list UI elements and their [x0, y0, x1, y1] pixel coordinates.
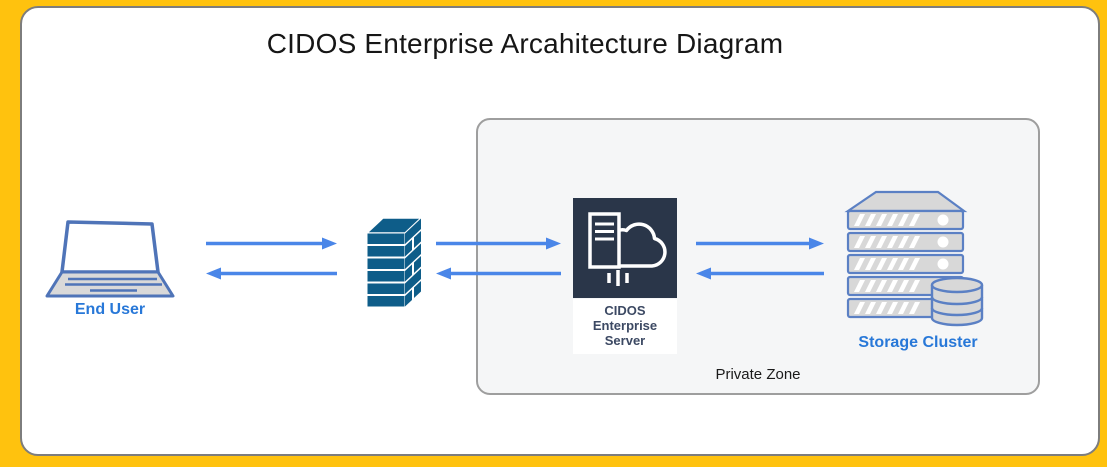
- end-user-label: End User: [74, 301, 146, 318]
- storage-rack-database-icon: [844, 190, 984, 327]
- cidos-server-node: CIDOS Enterprise Server: [571, 198, 679, 354]
- arrow-left-icon: [206, 267, 337, 280]
- diagram-title: CIDOS Enterprise Arcahitecture Diagram: [266, 28, 784, 59]
- laptop-icon: [45, 220, 175, 298]
- arrow-right-icon: [696, 237, 824, 250]
- database-icon: [930, 276, 984, 327]
- arrow-right-icon: [206, 237, 337, 250]
- arrow-left-icon: [696, 267, 824, 280]
- cidos-server-label: CIDOS Enterprise Server: [573, 299, 677, 354]
- private-zone-label: Private Zone: [715, 366, 801, 383]
- storage-cluster-label: Storage Cluster: [858, 334, 978, 351]
- arrow-right-icon: [436, 237, 561, 250]
- arrow-left-icon: [436, 267, 561, 280]
- server-cloud-icon: [573, 198, 677, 298]
- firewall-icon: [365, 217, 423, 308]
